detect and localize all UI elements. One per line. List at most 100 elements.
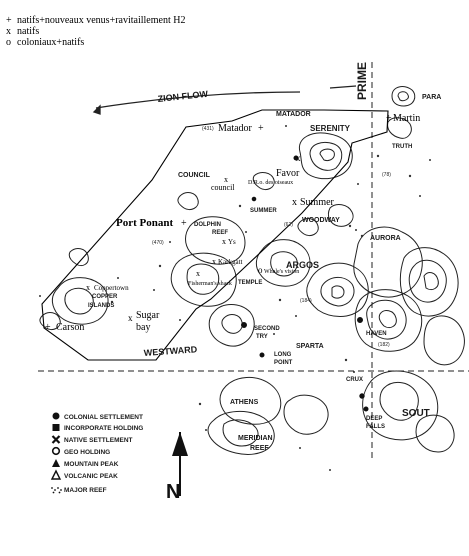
- colonial-settlement-icon: [251, 196, 257, 202]
- sparta-label: SPARTA: [296, 343, 324, 350]
- depth-182: (182): [378, 342, 390, 348]
- compass: N: [166, 432, 188, 503]
- base-settlement-symbols: [241, 155, 369, 412]
- major-reef-icon: [51, 487, 62, 494]
- volcanic-peak-icon: [50, 469, 62, 480]
- legend-row-plus: + natifs+nouveaux venus+ravitaillement H2: [6, 15, 185, 26]
- x-marker: x: [224, 175, 228, 184]
- colonial-settlement-icon: [241, 322, 247, 328]
- legend-label: MOUNTAIN PEAK: [64, 461, 119, 468]
- grid-lines: [38, 62, 469, 460]
- colonial-settlement-icon: [52, 412, 60, 420]
- summer-base-label: SUMMER: [250, 208, 277, 214]
- plus-marker: +: [181, 218, 187, 229]
- council-annotation: council: [211, 183, 235, 192]
- legend-text: natifs+nouveaux venus+ravitaillement H2: [17, 15, 186, 26]
- depth-62: (62): [284, 222, 293, 228]
- x-marker: x: [128, 313, 133, 323]
- haven-label: HAVEN: [366, 331, 387, 337]
- depth-78: (78): [382, 172, 391, 178]
- serenity-label: SERENITY: [310, 124, 351, 133]
- compass-n-label: N: [166, 481, 180, 503]
- x-marker: x: [292, 197, 297, 208]
- incorporate-holding-icon: [52, 424, 60, 431]
- ys-annotation: Ys: [228, 238, 236, 246]
- colonial-settlement-icon: [357, 317, 363, 323]
- geo-holding-icon: [363, 406, 369, 412]
- legend-label: VOLCANIC PEAK: [64, 473, 118, 480]
- deep-label: DEEP: [366, 416, 382, 422]
- reef-dots: [39, 125, 431, 471]
- legend-label: MAJOR REEF: [64, 487, 107, 494]
- long-label: LONG: [274, 352, 292, 358]
- depth-431: (431): [202, 126, 214, 132]
- temple-label: TEMPLE: [238, 280, 262, 286]
- summer-annotation: Summer: [300, 197, 335, 208]
- carson-annotation: Carson: [56, 322, 84, 333]
- x-marker: x: [296, 153, 301, 163]
- legend-label: COLONIAL SETTLEMENT: [64, 414, 143, 421]
- terrain-contours: [39, 86, 465, 455]
- aurora-label: AURORA: [370, 235, 401, 242]
- colonial-settlement-icon: [259, 352, 265, 358]
- truth-label: TRUTH: [392, 144, 412, 150]
- zion-flow-arrow: [92, 85, 357, 115]
- o-marker: o: [258, 265, 263, 275]
- reef-label: REEF: [212, 230, 228, 236]
- westward-label: WESTWARD: [143, 344, 198, 358]
- sugar-annotation: Sugar: [136, 310, 160, 321]
- depth-470: (470): [152, 240, 164, 246]
- argos-label: ARGOS: [286, 260, 319, 270]
- falls-label: FALLS: [366, 424, 385, 430]
- legend-text: coloniaux+natifs: [17, 37, 85, 48]
- zion-flow-label: ZION FLOW: [157, 89, 209, 104]
- dolphin-label: DOLPHIN: [194, 222, 221, 228]
- matador-base-label: MATADOR: [276, 111, 311, 118]
- whales-vision-annotation: Whale's vision: [264, 269, 299, 275]
- crux-label: CRUX: [346, 377, 363, 383]
- matador-annotation: Matador: [218, 123, 253, 134]
- para-label: PARA: [422, 94, 441, 101]
- south-label: SOUT: [402, 408, 430, 419]
- map-legend: COLONIAL SETTLEMENT INCORPORATE HOLDING …: [50, 412, 143, 494]
- geo-holding-icon: [51, 446, 61, 456]
- des-oiseaux-annotation: D.R.o. des oiseaux: [248, 180, 293, 186]
- compass-arrow-icon: [172, 432, 188, 456]
- o-symbol: o: [6, 37, 11, 48]
- legend-label: NATIVE SETTLEMENT: [64, 437, 133, 444]
- x-symbol: x: [6, 26, 11, 37]
- point-label: POINT: [274, 360, 293, 366]
- symbol-legend: + natifs+nouveaux venus+ravitaillement H2…: [6, 15, 185, 48]
- prime-label: PRIME: [355, 62, 369, 100]
- mountain-peak-icon: [52, 459, 60, 467]
- legend-label: GEO HOLDING: [64, 449, 110, 456]
- fishermans-shack-annotation: Fisherman's shack: [188, 281, 232, 287]
- plus-marker: +: [45, 322, 51, 333]
- plus-symbol: +: [6, 15, 12, 26]
- x-marker: x: [196, 269, 200, 278]
- bay-annotation: bay: [136, 322, 150, 333]
- meridian-reef-label: REEF: [250, 445, 269, 452]
- islands-label: ISLANDS: [88, 303, 114, 309]
- woodway-label: WOODWAY: [302, 217, 340, 224]
- depth-184: (184): [300, 298, 312, 304]
- council-base-label: COUNCIL: [178, 172, 211, 179]
- favor-annotation: Favor: [276, 168, 300, 179]
- second-label: SECOND: [254, 326, 280, 332]
- legend-row-o: o coloniaux+natifs: [6, 37, 185, 48]
- region-boundary: [41, 109, 389, 361]
- native-settlement-icon: [51, 435, 61, 444]
- geo-holding-icon: [359, 393, 365, 399]
- plus-marker: +: [386, 113, 392, 124]
- x-marker: x: [86, 283, 90, 292]
- martin-annotation: Martin: [393, 113, 420, 124]
- meridian-label: MERIDIAN: [238, 435, 273, 442]
- athens-label: ATHENS: [230, 399, 259, 406]
- x-marker: x: [212, 257, 216, 266]
- copper-label: COPPER: [92, 294, 118, 300]
- plus-marker: +: [258, 123, 264, 134]
- try-label: TRY: [256, 334, 268, 340]
- port-ponant-annotation: Port Ponant: [116, 217, 173, 229]
